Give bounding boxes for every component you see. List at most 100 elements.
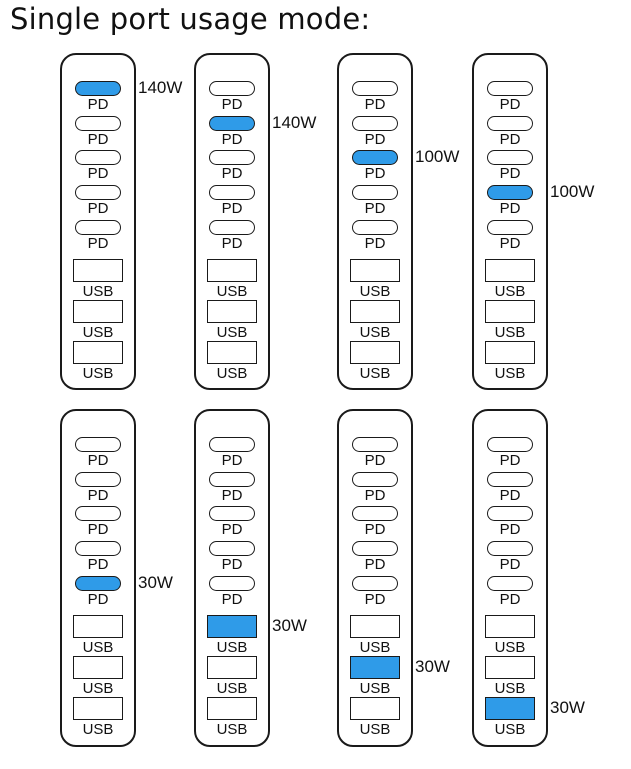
usb-a-port [207, 697, 257, 720]
port-label: PD [364, 452, 386, 469]
usb-c-port [209, 150, 255, 165]
port-label: PD [499, 487, 521, 504]
port-label: PD [221, 556, 243, 573]
usb-c-port-active [352, 150, 398, 165]
port-label: PD [87, 96, 109, 113]
port-label: PD [499, 452, 521, 469]
usb-c-port [487, 150, 533, 165]
usb-c-port [487, 116, 533, 131]
usb-c-port [487, 472, 533, 487]
port-label: PD [364, 200, 386, 217]
port-label: PD [499, 235, 521, 252]
port-label: PD [221, 200, 243, 217]
usb-c-port [75, 506, 121, 521]
port-label: USB [494, 324, 526, 341]
port-label: USB [359, 324, 391, 341]
usb-a-port [73, 341, 123, 364]
usb-a-port [485, 259, 535, 282]
usb-c-port [352, 81, 398, 96]
port-label: USB [82, 639, 114, 656]
port-label: PD [364, 487, 386, 504]
usb-a-port [207, 656, 257, 679]
usb-c-port [75, 220, 121, 235]
usb-a-port [207, 259, 257, 282]
port-label: PD [87, 452, 109, 469]
port-label: USB [82, 283, 114, 300]
usb-a-port-active [485, 697, 535, 720]
usb-a-port [350, 615, 400, 638]
port-label: PD [87, 235, 109, 252]
usb-c-port-active [75, 576, 121, 591]
port-label: USB [82, 324, 114, 341]
wattage-label: 30W [272, 615, 307, 635]
usb-c-port [352, 437, 398, 452]
usb-c-port [487, 437, 533, 452]
port-label: PD [87, 487, 109, 504]
usb-a-port [73, 656, 123, 679]
port-label: PD [364, 521, 386, 538]
usb-a-port [350, 259, 400, 282]
port-label: PD [364, 131, 386, 148]
usb-c-port [487, 576, 533, 591]
usb-c-port [209, 541, 255, 556]
port-label: USB [494, 680, 526, 697]
port-label: PD [499, 165, 521, 182]
usb-c-port-active [75, 81, 121, 96]
port-label: PD [499, 556, 521, 573]
usb-a-port [207, 341, 257, 364]
port-label: USB [82, 365, 114, 382]
port-label: USB [82, 680, 114, 697]
usb-c-port-active [209, 116, 255, 131]
port-label: USB [359, 365, 391, 382]
port-label: PD [499, 591, 521, 608]
port-label: PD [221, 452, 243, 469]
usb-c-port [209, 81, 255, 96]
usb-c-port [352, 185, 398, 200]
port-label: PD [221, 521, 243, 538]
usb-a-port [350, 697, 400, 720]
usb-a-port [73, 697, 123, 720]
usb-c-port [352, 116, 398, 131]
usb-c-port [352, 576, 398, 591]
port-label: USB [216, 680, 248, 697]
page-title: Single port usage mode: [10, 2, 371, 36]
port-label: PD [87, 200, 109, 217]
port-label: USB [216, 365, 248, 382]
usb-a-port [73, 259, 123, 282]
port-label: PD [87, 521, 109, 538]
port-label: PD [499, 200, 521, 217]
usb-a-port [485, 615, 535, 638]
port-label: PD [221, 487, 243, 504]
wattage-label: 100W [550, 181, 595, 201]
usb-c-port [75, 185, 121, 200]
port-label: PD [87, 165, 109, 182]
port-label: USB [359, 680, 391, 697]
usb-c-port [75, 116, 121, 131]
usb-c-port [209, 576, 255, 591]
port-label: USB [359, 721, 391, 738]
port-label: PD [221, 165, 243, 182]
usb-c-port [209, 437, 255, 452]
port-label: PD [364, 235, 386, 252]
usb-a-port [485, 300, 535, 323]
port-label: PD [499, 131, 521, 148]
port-label: USB [216, 324, 248, 341]
port-label: PD [221, 235, 243, 252]
port-label: USB [216, 721, 248, 738]
usb-c-port [209, 220, 255, 235]
port-label: USB [494, 721, 526, 738]
port-label: PD [499, 96, 521, 113]
wattage-label: 140W [138, 77, 183, 97]
usb-a-port [207, 300, 257, 323]
port-label: USB [494, 283, 526, 300]
port-label: USB [359, 639, 391, 656]
wattage-label: 30W [415, 656, 450, 676]
port-label: USB [216, 639, 248, 656]
port-label: PD [364, 556, 386, 573]
